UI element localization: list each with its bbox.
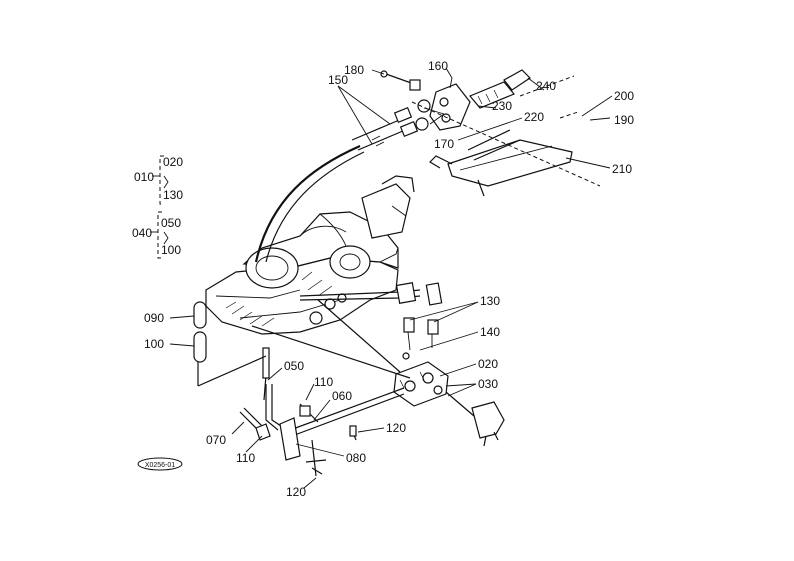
callout-020-mid: 020 <box>478 357 498 371</box>
callout-150: 150 <box>328 73 348 87</box>
lever-handles <box>193 301 207 386</box>
hydraulic-hose-lower <box>299 282 443 306</box>
callout-160: 160 <box>428 59 448 73</box>
leader-lines <box>169 67 613 489</box>
diagram-code-text: X0256-01 <box>145 462 175 469</box>
callout-120-a: 120 <box>386 421 406 435</box>
control-valve <box>393 361 505 447</box>
callout-040: 040 <box>132 226 152 240</box>
hose-fittings <box>402 317 439 360</box>
callout-090: 090 <box>144 311 164 325</box>
callout-010: 010 <box>134 170 154 184</box>
callout-100-left: 100 <box>144 337 164 351</box>
transmission-housing <box>205 211 399 335</box>
callout-180: 180 <box>344 63 364 77</box>
callout-030: 030 <box>478 377 498 391</box>
callout-230: 230 <box>492 99 512 113</box>
callout-050-bot: 050 <box>284 359 304 373</box>
callout-labels: 010 020 130 040 050 100 180 160 150 240 … <box>132 59 634 499</box>
callout-050-top: 050 <box>161 216 181 230</box>
callout-020-top: 020 <box>163 155 183 169</box>
callout-110-b: 110 <box>236 451 255 465</box>
callout-110-a: 110 <box>314 375 333 389</box>
lever-rod-assembly <box>239 384 357 477</box>
callout-170: 170 <box>434 137 454 151</box>
quick-coupler-assembly <box>380 69 531 131</box>
callout-120-b: 120 <box>286 485 306 499</box>
group-bracket-040 <box>150 211 169 259</box>
callout-240: 240 <box>536 79 556 93</box>
lift-arm-bracket <box>429 129 573 197</box>
callout-130-top: 130 <box>163 188 183 202</box>
callout-220: 220 <box>524 110 544 124</box>
callout-080: 080 <box>346 451 366 465</box>
callout-140: 140 <box>480 325 500 339</box>
callout-060: 060 <box>332 389 352 403</box>
callout-200: 200 <box>614 89 634 103</box>
group-bracket-010 <box>152 155 169 205</box>
callout-070: 070 <box>206 433 226 447</box>
diagram-code-badge: X0256-01 <box>137 457 183 471</box>
callout-130-mid: 130 <box>480 294 500 308</box>
callout-190: 190 <box>614 113 634 127</box>
hose-mount-bracket <box>361 175 415 239</box>
linkage-rods <box>197 299 411 437</box>
hydraulic-hose-upper <box>254 106 419 263</box>
callout-210: 210 <box>612 162 632 176</box>
callout-100-top: 100 <box>161 243 181 257</box>
